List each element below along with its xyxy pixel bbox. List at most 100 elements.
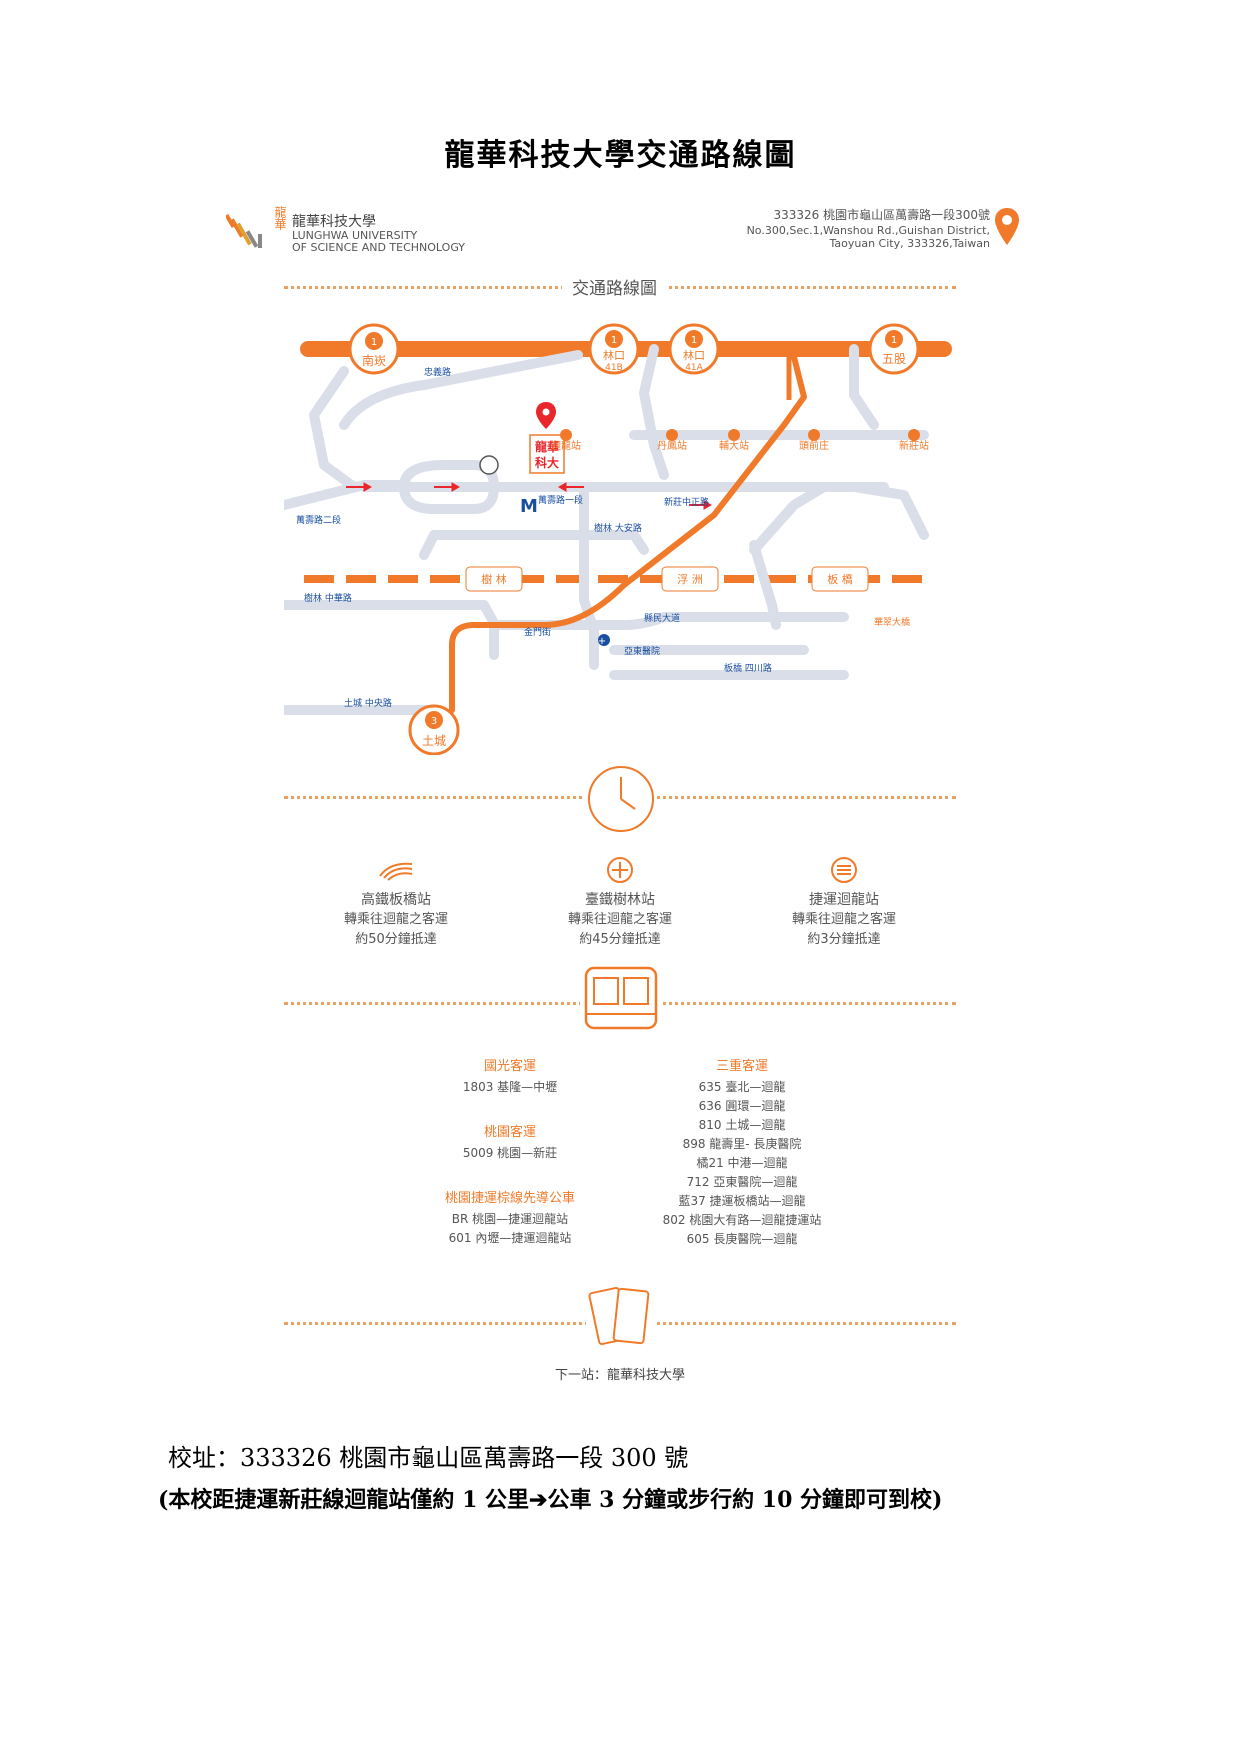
road-tou — [849, 482, 929, 540]
svg-text:樹 林: 樹 林 — [481, 572, 507, 586]
road-label-zhonghua: 樹林 中華路 — [304, 592, 352, 604]
road-xinwu — [849, 344, 879, 430]
address-en-1: No.300,Sec.1,Wanshou Rd.,Guishan Distric… — [746, 224, 990, 237]
road-label-wanshou2: 萬壽路二段 — [296, 514, 341, 526]
university-name-en-1: LUNGHWA UNIVERSITY — [292, 229, 418, 242]
exit-wugu: 1 五股 — [868, 323, 920, 375]
bus-route: 636 圓環—迴龍 — [698, 1099, 786, 1113]
route-map: 1 南崁 1 林口 41B 1 林口 41A 1 五股 3 土城 龍華 科大 M — [284, 323, 952, 755]
transit-line2: 約45分鐘抵達 — [579, 932, 661, 947]
bus-left-column: 國光客運 1803 基隆—中壢 桃園客運 5009 桃園—新莊 桃園捷運棕線先導… — [410, 1055, 610, 1248]
university-name-en-2: OF SCIENCE AND TECHNOLOGY — [292, 241, 466, 254]
road-label-daan: 樹林 大安路 — [594, 522, 642, 534]
address-zh: 333326 桃園市龜山區萬壽路一段300號 — [773, 208, 990, 222]
svg-text:科大: 科大 — [535, 455, 559, 470]
bus-route: 605 長庚醫院—迴龍 — [686, 1232, 798, 1246]
svg-text:林口: 林口 — [603, 348, 625, 362]
bus-heading: 桃園客運 — [483, 1125, 536, 1140]
transit-mrt: 捷運迴龍站 轉乘往迴龍之客運 約3分鐘抵達 — [744, 890, 944, 950]
ticket-icon — [586, 1280, 656, 1350]
transit-line1: 轉乘往迴龍之客運 — [791, 912, 896, 927]
university-name-zh: 龍華科技大學 — [292, 214, 376, 230]
svg-text:1: 1 — [891, 335, 897, 346]
bus-route: 橘21 中港—迴龍 — [696, 1156, 788, 1170]
transit-tra: 臺鐵樹林站 轉乘往迴龍之客運 約45分鐘抵達 — [520, 890, 720, 950]
road-label-jinmen: 金門街 — [524, 626, 551, 638]
map-section-label: 交通路線圖 — [562, 274, 667, 299]
transit-line1: 轉乘往迴龍之客運 — [567, 912, 672, 927]
svg-text:林口: 林口 — [683, 348, 705, 362]
road-shulin-daan — [419, 530, 649, 560]
svg-text:浮 洲: 浮 洲 — [677, 573, 703, 586]
road-sanmin — [309, 366, 359, 492]
exit-tucheng: 3 土城 — [408, 704, 460, 755]
transit-hsr: 高鐵板橋站 轉乘往迴龍之客運 約50分鐘抵達 — [296, 890, 496, 950]
road-label-wanshou1: 萬壽路一段 — [538, 494, 583, 506]
expressway — [431, 348, 807, 755]
svg-text:41B: 41B — [605, 363, 623, 373]
location-pin-icon — [994, 207, 1020, 251]
logo-glyphs: 龍華 — [273, 206, 287, 230]
bus-heading: 三重客運 — [715, 1059, 768, 1074]
bus-icon — [580, 962, 662, 1036]
address-en-2: Taoyuan City, 333326,Taiwan — [829, 237, 990, 250]
svg-text:新莊站: 新莊站 — [899, 439, 929, 452]
rail-stations: 樹 林 浮 洲 板 橋 — [465, 566, 869, 592]
bus-route: 1803 基隆—中壢 — [462, 1080, 558, 1094]
svg-text:1: 1 — [371, 337, 377, 348]
transit-name: 高鐵板橋站 — [361, 892, 431, 908]
road-label-sichuan: 板橋 四川路 — [724, 662, 772, 674]
bus-route: 601 內壢—捷運迴龍站 — [448, 1231, 572, 1245]
clock-icon — [585, 763, 657, 835]
bus-route: 898 龍壽里- 長庚醫院 — [682, 1137, 802, 1151]
metro-icon — [830, 856, 858, 884]
road-label-xinzhuang: 新莊中正路 — [664, 496, 709, 508]
transit-name: 臺鐵樹林站 — [585, 892, 655, 908]
svg-text:板 橋: 板 橋 — [827, 572, 853, 586]
svg-text:迴龍站: 迴龍站 — [551, 439, 581, 452]
next-stop-label: 下一站：龍華科技大學 — [554, 1368, 685, 1383]
taiwan-railway-icon — [606, 856, 634, 884]
metro-stations: 迴龍站 丹鳳站 輔大站 頭前庄 新莊站 — [551, 429, 929, 452]
road-label-yadong: 亞東醫院 — [624, 645, 660, 657]
road-zhongyi — [339, 350, 583, 430]
high-speed-rail-icon — [376, 858, 416, 882]
road-banqiao — [749, 482, 829, 555]
bus-right-column: 三重客運 635 臺北—迴龍 636 圓環—迴龍 810 土城—迴龍 898 龍… — [632, 1055, 852, 1249]
road-minsheng — [749, 540, 781, 630]
exit-linkou-41a: 1 林口 41A — [668, 323, 720, 375]
svg-text:五股: 五股 — [882, 352, 906, 366]
svg-text:41A: 41A — [685, 363, 703, 373]
metro-marker — [479, 455, 499, 475]
road-label-zhongyi: 忠義路 — [424, 366, 451, 378]
bus-route: 5009 桃園—新莊 — [462, 1146, 558, 1160]
hospital-icon — [598, 634, 610, 646]
exit-linkou-41b: 1 林口 41B — [588, 323, 640, 375]
road-wenhua — [639, 344, 669, 480]
transit-line2: 約50分鐘抵達 — [355, 932, 437, 947]
transit-name: 捷運迴龍站 — [809, 892, 879, 908]
bus-route: 635 臺北—迴龍 — [698, 1080, 786, 1094]
road-loop — [399, 460, 499, 514]
bus-heading: 桃園捷運棕線先導公車 — [444, 1191, 575, 1206]
svg-text:3: 3 — [431, 716, 437, 727]
transit-line1: 轉乘往迴龍之客運 — [343, 912, 448, 927]
mcdonalds-icon: M — [520, 496, 538, 517]
road-xianmin — [489, 612, 849, 630]
bus-route: 802 桃園大有路—迴龍捷運站 — [662, 1213, 822, 1227]
bus-route: 712 亞東醫院—迴龍 — [686, 1175, 798, 1189]
exit-nankan: 1 南崁 — [348, 323, 400, 375]
svg-text:1: 1 — [611, 335, 617, 346]
road-shulin-zhonghua — [284, 600, 499, 660]
svg-text:1: 1 — [691, 335, 697, 346]
road-shulin-zhongzheng — [579, 482, 599, 670]
footer-address: 校址：333326 桃園市龜山區萬壽路一段 300 號 — [168, 1444, 689, 1472]
campus-marker: 龍華 科大 — [529, 402, 565, 474]
label-huacui: 華翠大橋 — [874, 616, 910, 628]
svg-text:土城: 土城 — [422, 734, 446, 748]
page-title: 龍華科技大學交通路線圖 — [444, 138, 797, 173]
bus-route: BR 桃園—捷運迴龍站 — [451, 1212, 569, 1226]
svg-text:+: + — [598, 636, 606, 647]
svg-text:丹鳳站: 丹鳳站 — [657, 439, 687, 452]
exit-label-nankan: 南崁 — [362, 353, 386, 368]
